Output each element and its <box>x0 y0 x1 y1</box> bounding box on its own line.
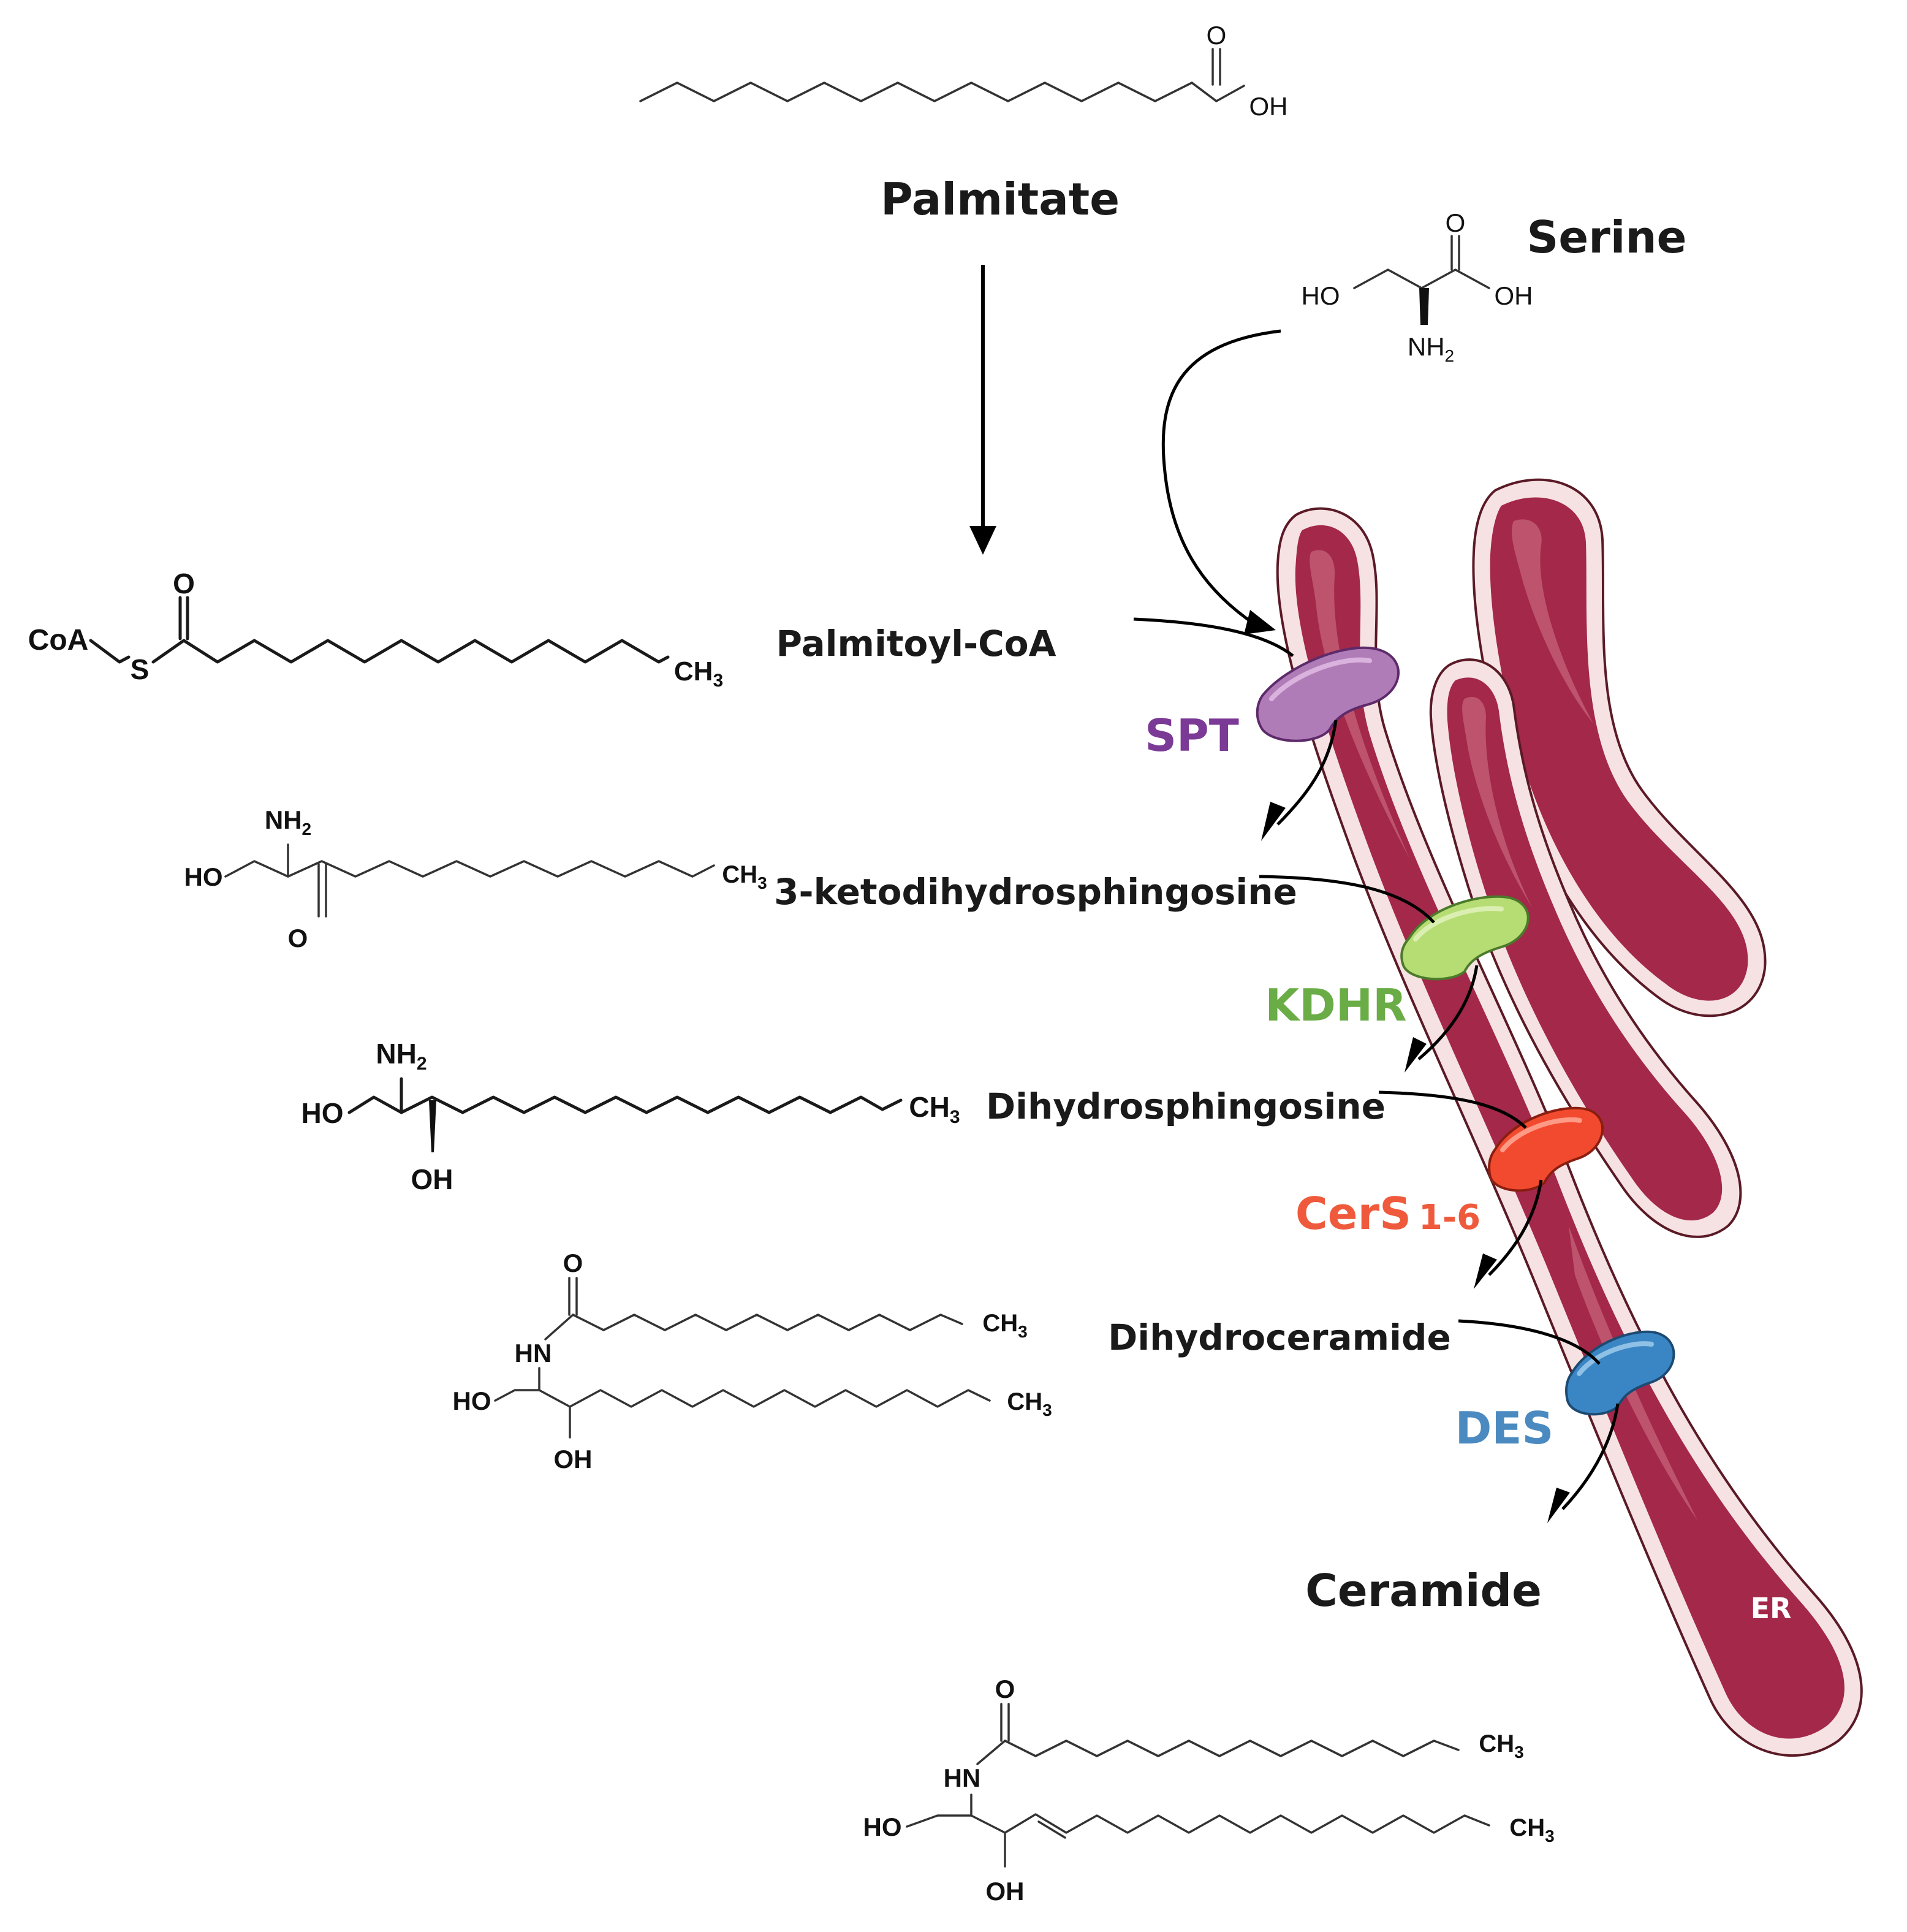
structure-serine: O HO OH NH2 <box>1302 208 1533 365</box>
structure-3-ketodihydrosphingosine: HO NH2 O CH3 <box>184 805 767 953</box>
pathway-arrows <box>969 265 1620 1523</box>
keto-o: O <box>288 924 308 953</box>
structure-palmitate: O OH <box>639 21 1288 121</box>
structure-dihydroceramide: O HN CH3 HO OH CH3 <box>453 1249 1052 1474</box>
palmitoyl-coa-s: S <box>131 653 150 685</box>
arrow-keto <box>1259 875 1435 924</box>
serine-oh: OH <box>1495 281 1533 310</box>
arrow-kdhr-out <box>1417 965 1479 1060</box>
enzyme-des: DES <box>1455 1330 1675 1454</box>
arrow-spt-out <box>1276 720 1338 826</box>
er-tube-main <box>1276 507 1863 1757</box>
structure-palmitoyl-coa: CoA S O CH3 <box>28 568 723 691</box>
cer-ho: HO <box>863 1812 902 1841</box>
dhc-oh: OH <box>554 1445 593 1474</box>
arrow-des-out <box>1561 1403 1620 1510</box>
label-dihydroceramide: Dihydroceramide <box>1108 1317 1451 1358</box>
label-palmitate: Palmitate <box>881 173 1120 225</box>
arrow-palmitoyl-coa <box>1133 617 1294 657</box>
label-3-ketodihydrosphingosine: 3-ketodihydrosphingosine <box>774 871 1297 913</box>
cer-ch3-bottom: CH3 <box>1509 1814 1554 1846</box>
palmitoyl-coa-coa: CoA <box>28 624 89 656</box>
keto-ho: HO <box>184 862 223 891</box>
keto-ch3: CH3 <box>722 861 767 892</box>
er-tube-right <box>1472 478 1767 1017</box>
arrow-dihydroceramide <box>1458 1319 1601 1365</box>
arrow-serine <box>1161 329 1281 627</box>
er-tube-middle <box>1429 658 1742 1238</box>
er-organelle: ER <box>1276 478 1863 1757</box>
serine-ho: HO <box>1302 281 1340 310</box>
enzyme-label-spt: SPT <box>1145 710 1239 761</box>
serine-nh2: NH2 <box>1408 332 1454 365</box>
cer-hn: HN <box>944 1763 981 1792</box>
label-serine: Serine <box>1527 211 1687 263</box>
metabolite-labels: Palmitate Serine Palmitoyl-CoA 3-ketodih… <box>774 173 1686 1616</box>
dhc-ch3-top: CH3 <box>982 1310 1027 1341</box>
cer-ch3-top: CH3 <box>1479 1730 1523 1762</box>
label-palmitoyl-coa: Palmitoyl-CoA <box>776 623 1056 664</box>
label-ceramide: Ceramide <box>1305 1565 1542 1616</box>
arrowhead-palmitate <box>969 526 996 555</box>
palmitate-oh: OH <box>1249 92 1288 121</box>
dhc-ho: HO <box>453 1386 491 1415</box>
keto-nh2: NH2 <box>265 805 311 839</box>
dhs-oh: OH <box>411 1163 453 1195</box>
arrow-dihydrosphingosine <box>1378 1090 1527 1129</box>
palmitate-o: O <box>1207 21 1227 50</box>
er-label: ER <box>1751 1592 1792 1625</box>
dhs-nh2: NH2 <box>376 1038 427 1074</box>
structure-dihydrosphingosine: HO NH2 OH CH3 <box>301 1038 960 1195</box>
dhc-hn: HN <box>515 1339 552 1367</box>
dhc-ch3-bottom: CH3 <box>1007 1388 1052 1420</box>
enzyme-label-des: DES <box>1455 1402 1554 1454</box>
structure-ceramide: O HN CH3 HO OH CH3 <box>863 1675 1555 1906</box>
cer-oh: OH <box>986 1877 1025 1906</box>
arrow-cers-out <box>1488 1179 1543 1276</box>
palmitoyl-coa-ch3: CH3 <box>674 656 723 691</box>
dhs-ch3: CH3 <box>909 1091 960 1127</box>
palmitoyl-coa-o: O <box>173 568 195 599</box>
label-dihydrosphingosine: Dihydrosphingosine <box>986 1086 1386 1127</box>
enzyme-kdhr: KDHR <box>1265 895 1530 1031</box>
dhc-o: O <box>563 1249 583 1277</box>
enzyme-spt: SPT <box>1145 646 1400 761</box>
serine-o: O <box>1446 208 1466 237</box>
enzyme-label-kdhr: KDHR <box>1265 979 1406 1031</box>
dhs-ho: HO <box>301 1097 344 1129</box>
cer-o: O <box>995 1675 1015 1703</box>
